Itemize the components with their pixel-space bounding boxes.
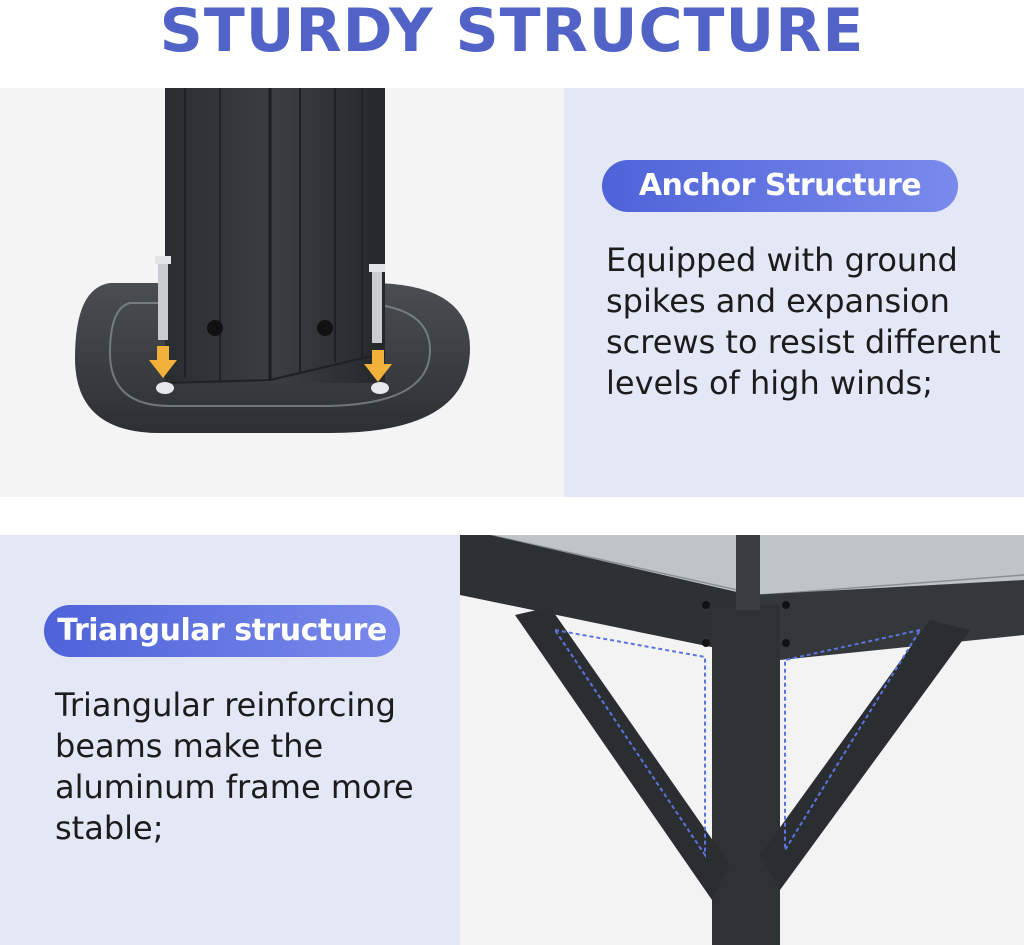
anchor-description: Equipped with ground spikes and expansio… <box>606 241 1001 402</box>
triangular-panel: Triangular structure Triangular reinforc… <box>0 535 460 945</box>
anchor-heading-badge: Anchor Structure <box>602 160 958 212</box>
anchor-panel: Anchor Structure Equipped with ground sp… <box>564 88 1024 497</box>
page-title: STURDY STRUCTURE <box>159 0 865 66</box>
triangular-photo <box>460 535 1024 945</box>
triangular-heading-badge: Triangular structure <box>44 605 400 657</box>
post-base-anchor-icon <box>75 88 470 433</box>
triangular-description: Triangular reinforcing beams make the al… <box>55 686 414 847</box>
anchor-photo <box>0 88 564 497</box>
gazebo-corner-brace-icon <box>460 535 1024 945</box>
